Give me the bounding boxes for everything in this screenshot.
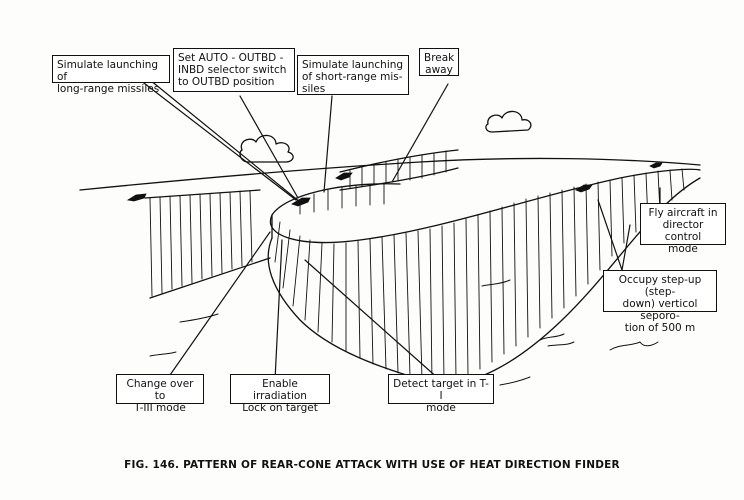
ground-mark-3 [179,313,219,323]
figure-caption: FIG. 146. PATTERN OF REAR-CONE ATTACK WI… [124,459,620,471]
callout-simulate-long-range: Simulate launching of long-range missile… [52,55,170,95]
callout-occupy-step-up: Occupy step-up (step- down) verticol sep… [603,270,717,334]
callout-simulate-short-range: Simulate launching of short-range mis- s… [297,55,409,95]
callout-break-away: Break away [419,48,459,76]
left-wall-top [144,189,261,199]
callout-fly-aircraft: Fly aircraft in director control mode [640,203,726,255]
ground-mark-2 [609,341,659,351]
left-wall-bottom [149,257,271,299]
back-wall-ribs [349,150,447,189]
aircraft-horizon [649,162,663,169]
back-wall-bottom [339,167,459,191]
main-wall-ribs [274,168,685,383]
callout-change-over: Change over to T-III mode [116,374,204,414]
ground-mark-4 [481,279,511,287]
leader-lines [139,79,661,381]
aircraft-right [575,184,593,193]
callout-detect-target: Detect target in T-I mode [388,374,494,414]
main-wall-top [269,168,701,244]
cloud-right [485,110,532,133]
horizon-line [79,157,701,191]
ground-mark-5 [149,351,531,386]
callout-set-auto-outbd: Set AUTO - OUTBD - INBD selector switch … [173,48,295,92]
ground-mark-1 [539,333,575,347]
left-wall-ribs [149,190,253,297]
aircraft-turn [291,197,311,207]
aircraft-back [335,172,353,181]
callout-enable-irradiation: Enable irradiation Lock on target [230,374,330,414]
aircraft-far-left [126,193,147,202]
cloud-left [239,134,294,163]
